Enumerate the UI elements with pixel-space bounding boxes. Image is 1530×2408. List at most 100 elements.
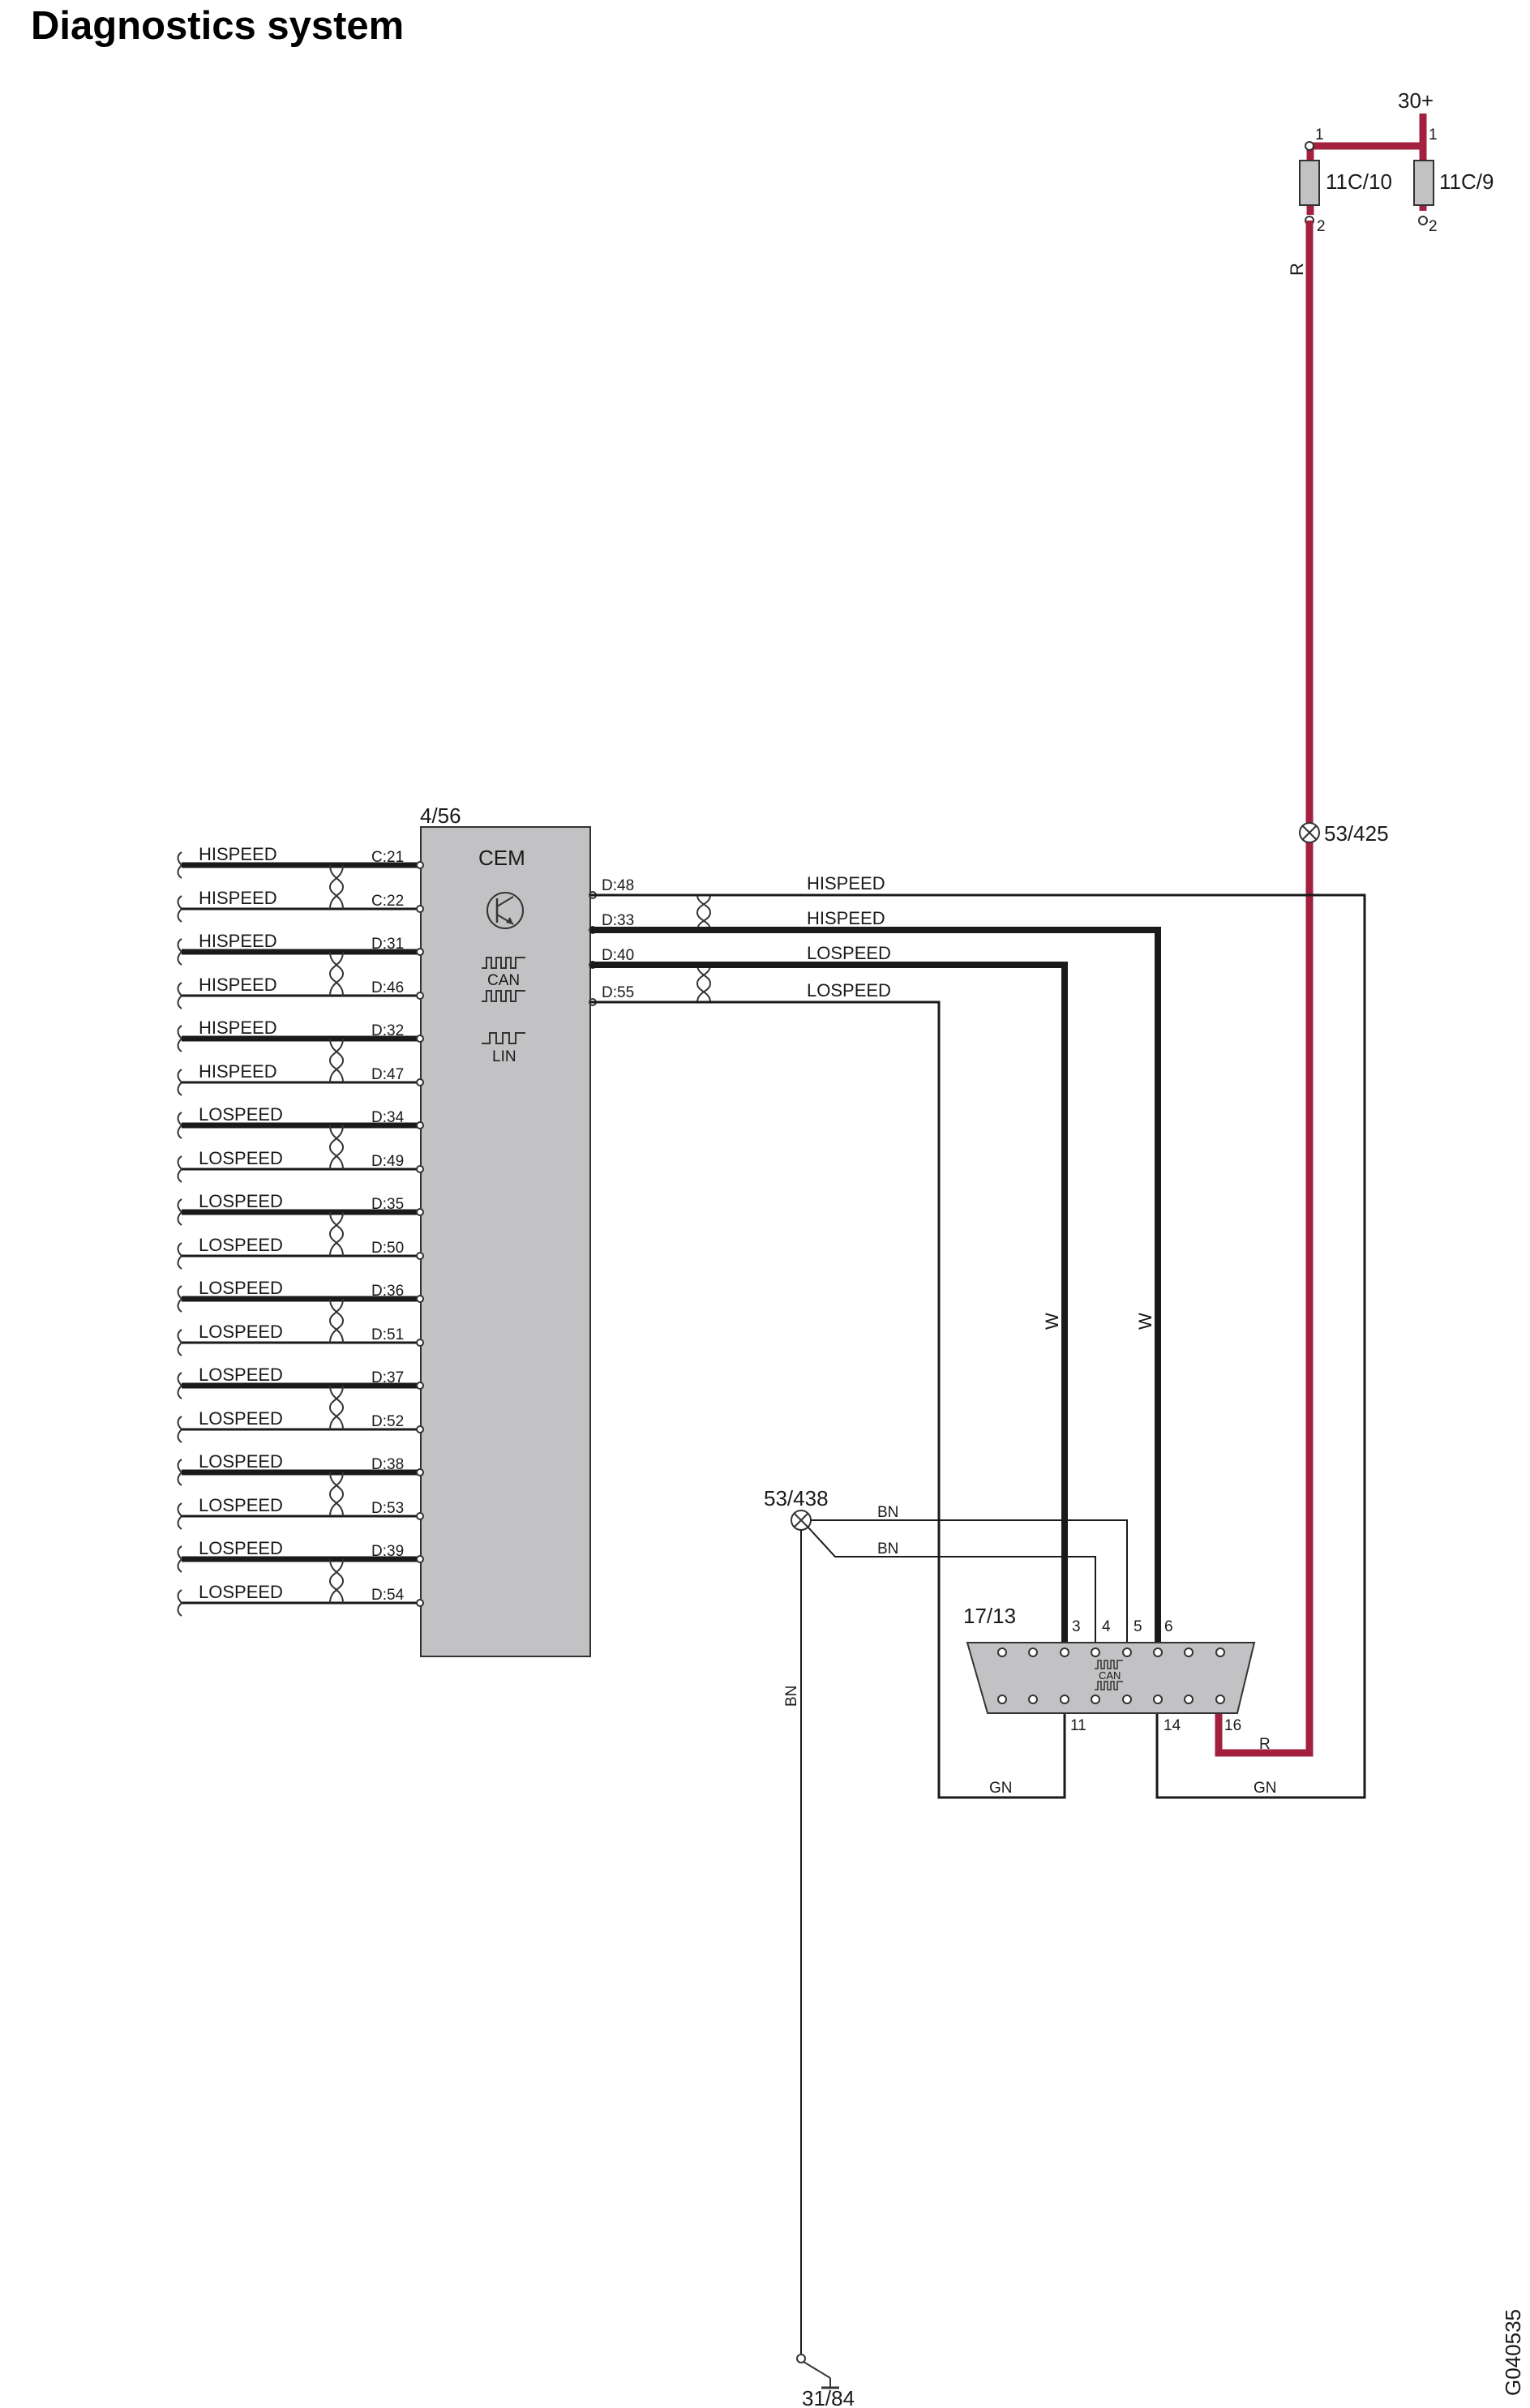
wire-break-icon bbox=[177, 895, 182, 923]
dlc-ref-label: 17/13 bbox=[963, 1604, 1016, 1628]
dlc-pin-label: 16 bbox=[1224, 1717, 1241, 1734]
signal-label: LOSPEED bbox=[199, 1322, 283, 1342]
twisted-pair-icon bbox=[329, 1472, 345, 1517]
cem-right-connection: D:48 HISPEED bbox=[589, 873, 885, 899]
dlc-pin-label: 14 bbox=[1164, 1717, 1181, 1734]
pin-terminal bbox=[416, 1252, 424, 1260]
pin-terminal bbox=[416, 948, 424, 956]
fuse-pin-top-label: 1 bbox=[1429, 126, 1438, 144]
ground-splice-label: 53/438 bbox=[764, 1486, 829, 1510]
wire-color-bn-label: BN bbox=[877, 1504, 898, 1521]
ground-icon bbox=[796, 2354, 839, 2389]
dlc-pin bbox=[1091, 1647, 1100, 1657]
lin-label: LIN bbox=[492, 1048, 516, 1065]
wire-bn-pin4 bbox=[807, 1526, 1096, 1652]
pin-label: D:55 bbox=[602, 984, 634, 1001]
pin-label: D:35 bbox=[371, 1196, 404, 1213]
dlc-pin bbox=[1122, 1695, 1132, 1704]
pin-terminal bbox=[416, 1468, 424, 1476]
dlc-pin-label: 5 bbox=[1134, 1618, 1142, 1635]
wire-break-icon bbox=[177, 1329, 182, 1356]
twisted-pair-icon bbox=[329, 1558, 345, 1604]
wire-break-icon bbox=[177, 1025, 182, 1052]
pin-label: D:33 bbox=[602, 912, 634, 929]
pin-label: D:40 bbox=[602, 947, 634, 964]
dlc-body bbox=[966, 1642, 1256, 1714]
wire-break-icon bbox=[177, 1416, 182, 1443]
dlc-pin bbox=[1153, 1695, 1163, 1704]
fuse-pin-bottom-label: 2 bbox=[1317, 218, 1326, 235]
signal-label: LOSPEED bbox=[807, 943, 891, 963]
pin-terminal bbox=[416, 1165, 424, 1173]
fuse-icon bbox=[1413, 160, 1434, 206]
dlc-pin bbox=[1215, 1695, 1225, 1704]
signal-label: LOSPEED bbox=[199, 1365, 283, 1385]
twisted-pair-icon bbox=[329, 951, 345, 996]
dlc-pin bbox=[997, 1695, 1007, 1704]
dlc-pin-label: 11 bbox=[1070, 1717, 1086, 1734]
signal-label: HISPEED bbox=[199, 931, 277, 951]
wire-break-icon bbox=[177, 1285, 182, 1313]
pin-label: D:39 bbox=[371, 1543, 404, 1560]
fuse-pin-bottom-label: 2 bbox=[1429, 218, 1438, 235]
twisted-pair-icon bbox=[329, 1125, 345, 1170]
ground-point-label: 31/84 bbox=[802, 2386, 855, 2408]
pin-label: D:53 bbox=[371, 1500, 404, 1517]
pin-terminal bbox=[416, 1295, 424, 1303]
twisted-pair-icon bbox=[329, 864, 345, 910]
pin-label: D:46 bbox=[371, 979, 404, 996]
pin-terminal bbox=[416, 1208, 424, 1216]
can-bus-icon: CAN bbox=[482, 957, 525, 1002]
signal-label: LOSPEED bbox=[199, 1104, 283, 1125]
signal-label: HISPEED bbox=[199, 1018, 277, 1038]
diagnostic-connector: 17/13 CAN 3 4 5 6 11 14 16 bbox=[963, 1604, 1256, 1734]
cem-left-connection: HISPEED D:31 bbox=[177, 931, 424, 966]
signal-label: LOSPEED bbox=[199, 1451, 283, 1472]
twisted-pair-icon bbox=[329, 1211, 345, 1257]
pin-label: D:48 bbox=[602, 877, 634, 894]
pin-terminal bbox=[416, 1035, 424, 1043]
wire-break-icon bbox=[177, 1589, 182, 1617]
pin-terminal bbox=[416, 861, 424, 869]
splice-53-425: 53/425 bbox=[1299, 821, 1389, 846]
cem-right-connection: D:33 HISPEED bbox=[589, 908, 885, 934]
pin-label: D:50 bbox=[371, 1240, 404, 1257]
splice-label: 53/425 bbox=[1324, 821, 1389, 846]
signal-label: LOSPEED bbox=[199, 1408, 283, 1429]
wire-d55 bbox=[590, 1000, 1066, 1799]
signal-label: LOSPEED bbox=[199, 1191, 283, 1211]
wire-break-icon bbox=[177, 982, 182, 1009]
wire-break-icon bbox=[177, 1069, 182, 1096]
cem-name-label: CEM bbox=[478, 846, 525, 870]
can-wires: W W GN GN bbox=[590, 893, 1366, 1799]
pin-terminal bbox=[416, 1121, 424, 1129]
signal-label: HISPEED bbox=[807, 873, 885, 893]
fuse-11c-9: 1 2 11C/9 bbox=[1413, 126, 1494, 235]
pin-label: D:34 bbox=[371, 1109, 405, 1126]
fuse-pin-top-label: 1 bbox=[1315, 126, 1324, 144]
pin-label: D:51 bbox=[371, 1326, 404, 1343]
signal-label: HISPEED bbox=[199, 975, 277, 995]
cem-ref-label: 4/56 bbox=[420, 803, 461, 828]
pin-terminal bbox=[416, 1555, 424, 1563]
wire-break-icon bbox=[177, 1198, 182, 1226]
signal-label: HISPEED bbox=[807, 908, 885, 928]
pin-label: D:31 bbox=[371, 936, 404, 953]
pin-label: D:37 bbox=[371, 1369, 404, 1386]
power-wire-r bbox=[1215, 221, 1314, 1757]
wire-break-icon bbox=[177, 851, 182, 879]
dlc-pin bbox=[1184, 1647, 1194, 1657]
twisted-pair-icon bbox=[329, 1038, 345, 1083]
can-label: CAN bbox=[487, 972, 520, 989]
